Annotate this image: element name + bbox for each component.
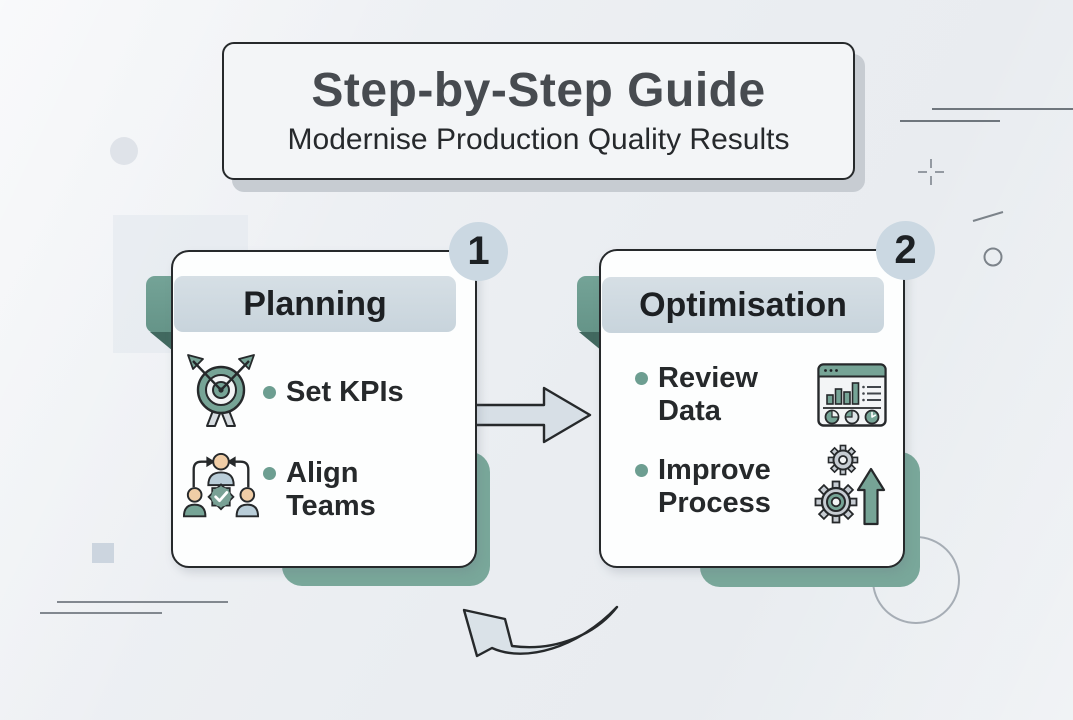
ribbon-planning	[146, 276, 173, 333]
small-gear	[827, 444, 859, 476]
crosshair-icon	[918, 159, 944, 185]
step-item-row: Align Teams	[181, 444, 418, 536]
step-item-row: Set KPIs	[181, 348, 418, 436]
dashboard-icon	[817, 363, 887, 427]
bullet-dot	[635, 464, 648, 477]
step-card-planning: Planning Set KPIs	[171, 250, 477, 568]
target-icon	[187, 354, 255, 427]
step-item-label: Align Teams	[286, 457, 376, 522]
up-arrow	[856, 467, 886, 526]
decor-small-square	[92, 543, 114, 563]
card-title: Planning	[243, 284, 387, 323]
bullet-dot	[263, 467, 276, 480]
large-gear	[814, 480, 858, 524]
decor-diagonal-line	[972, 211, 1004, 222]
page-title: Step-by-Step Guide	[311, 63, 766, 117]
card-header-optimisation: Optimisation	[602, 277, 884, 333]
bullet-dot	[263, 385, 276, 399]
step-item-row: Improve Process	[635, 435, 887, 539]
step-item-label: Improve Process	[658, 454, 771, 519]
gears-icon	[814, 444, 886, 526]
decor-dot-circle	[110, 137, 138, 165]
card-title: Optimisation	[639, 285, 847, 324]
step-card-optimisation: Optimisation Review Data	[599, 249, 905, 568]
step-number-badge: 1	[449, 222, 508, 281]
page-subtitle: Modernise Production Quality Results	[287, 123, 790, 157]
bullet-dot	[635, 372, 648, 385]
step-number-badge: 2	[876, 221, 935, 280]
team-icon	[182, 452, 260, 518]
step-item-row: Review Data	[635, 353, 887, 437]
step-item-label: Review Data	[658, 362, 758, 427]
card-header-planning: Planning	[174, 276, 456, 332]
decor-ring-small	[983, 247, 1003, 267]
step-item-label: Set KPIs	[286, 375, 404, 408]
curved-swoosh-arrow	[462, 605, 619, 658]
title-box: Step-by-Step Guide Modernise Production …	[222, 42, 855, 180]
gear-check-badge	[207, 483, 235, 511]
